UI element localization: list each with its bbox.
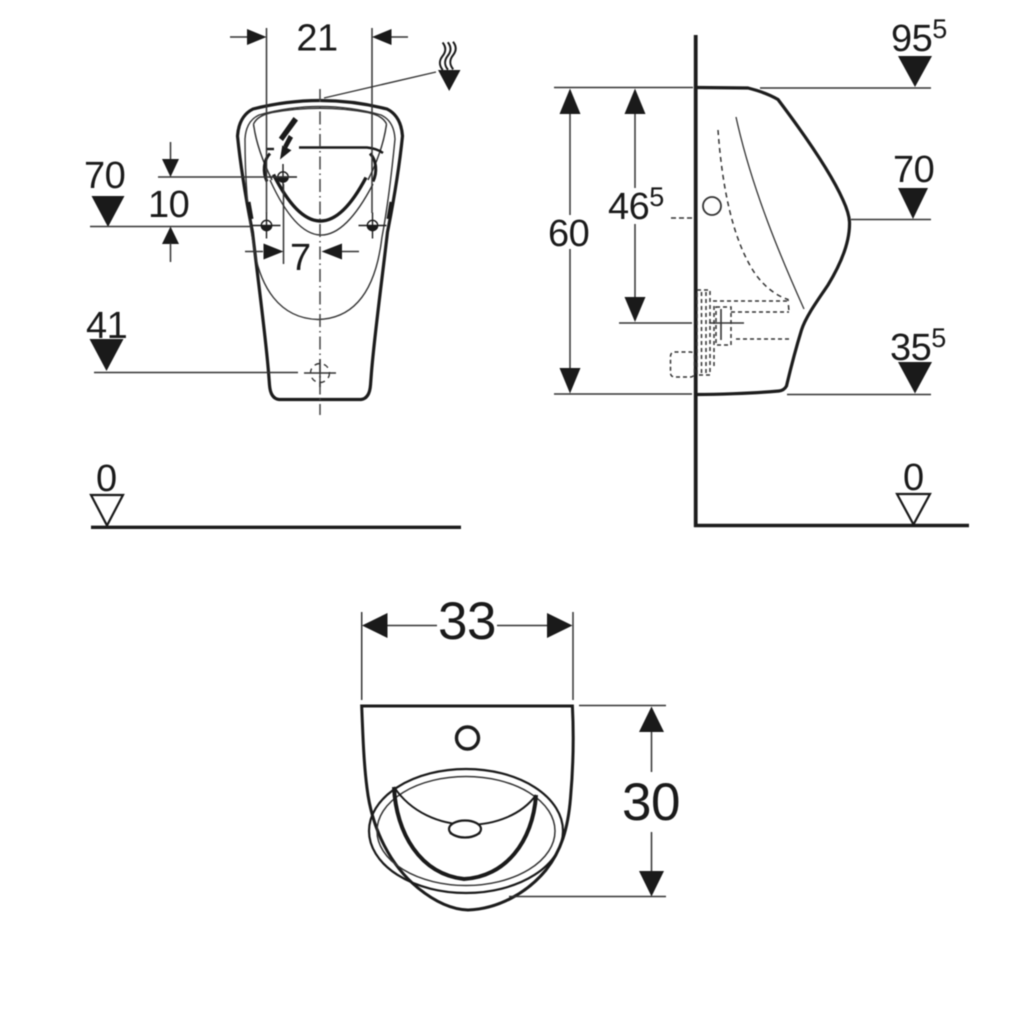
svg-text:465: 465 (608, 182, 664, 228)
svg-text:0: 0 (903, 457, 924, 499)
svg-text:33: 33 (438, 592, 496, 651)
svg-text:70: 70 (84, 155, 125, 197)
svg-text:60: 60 (548, 213, 589, 255)
svg-text:10: 10 (148, 184, 189, 226)
svg-text:21: 21 (296, 18, 337, 60)
svg-text:30: 30 (622, 773, 680, 832)
svg-text:0: 0 (96, 458, 117, 500)
svg-text:955: 955 (891, 14, 947, 60)
svg-text:70: 70 (893, 149, 934, 191)
svg-text:7: 7 (290, 237, 311, 279)
